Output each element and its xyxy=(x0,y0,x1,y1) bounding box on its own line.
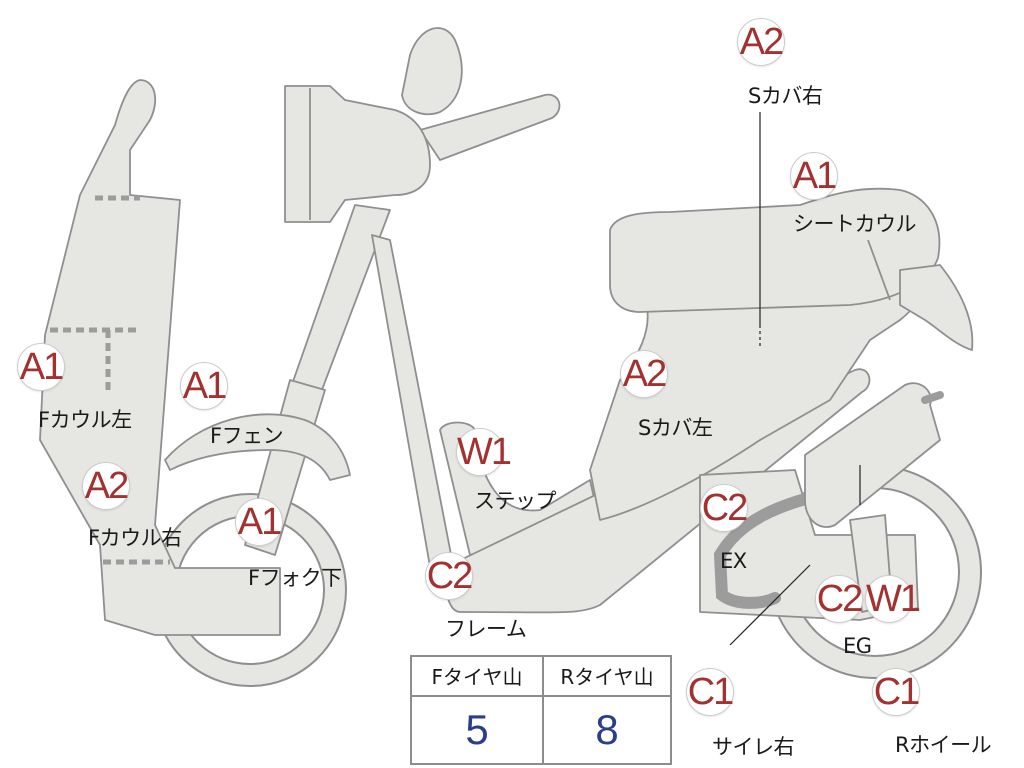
tail-cowl xyxy=(899,264,974,351)
badge-frame: C2 xyxy=(425,552,473,600)
badge-f-fender: A1 xyxy=(180,362,228,410)
badge-engine: C2 xyxy=(815,575,863,623)
headlight-cover xyxy=(284,85,431,223)
badge-step: W1 xyxy=(456,428,512,476)
label-rear-wheel: Rホイール xyxy=(895,733,992,757)
seat xyxy=(609,187,941,313)
label-f-cowl-right: Fカウル右 xyxy=(88,526,182,550)
label-f-fender: Fフェン xyxy=(210,424,284,448)
badge-f-cowl-right: A2 xyxy=(82,462,130,510)
label-exhaust: EX xyxy=(720,549,747,573)
label-f-cowl-left: Fカウル左 xyxy=(38,408,132,432)
badge-muffler-right: C1 xyxy=(686,668,734,716)
badge-side-cover-left: A2 xyxy=(620,350,668,398)
badge-seat-cowl: A1 xyxy=(790,152,838,200)
label-seat-cowl: シートカウル xyxy=(793,212,917,236)
front-tire-value: 5 xyxy=(465,706,489,753)
label-muffler-right: サイレ右 xyxy=(712,735,795,759)
front-tire-header: Fタイヤ山 xyxy=(412,657,542,697)
rear-tire-header: Rタイヤ山 xyxy=(544,657,670,697)
badge-f-fork-lower: A1 xyxy=(235,498,283,546)
badge-f-cowl-left: A1 xyxy=(17,343,65,391)
handlebar xyxy=(419,93,561,161)
label-side-cover-right: Sカバ右 xyxy=(748,84,823,108)
badge-rear-wheel: C1 xyxy=(872,668,920,716)
front-fender xyxy=(164,413,351,481)
label-engine: EG xyxy=(843,634,872,658)
tire-tread-table: Fタイヤ山 Rタイヤ山 5 8 xyxy=(410,655,672,765)
muffler xyxy=(804,382,941,528)
exhaust-pipe xyxy=(713,489,826,609)
label-f-fork-lower: Fフォク下 xyxy=(248,566,342,590)
steering-stem xyxy=(289,204,391,396)
label-frame: フレーム xyxy=(445,617,527,641)
muffler-tip xyxy=(921,391,944,404)
windscreen xyxy=(401,27,463,116)
badge-engine-w: W1 xyxy=(865,575,921,623)
badge-side-cover-right: A2 xyxy=(737,18,785,66)
label-side-cover-left: Sカバ左 xyxy=(638,416,713,440)
badge-exhaust: C2 xyxy=(700,484,748,532)
frame-tube xyxy=(371,234,456,579)
rear-tire-value: 8 xyxy=(595,706,619,753)
label-step: ステップ xyxy=(474,489,557,513)
table-divider xyxy=(542,657,544,763)
